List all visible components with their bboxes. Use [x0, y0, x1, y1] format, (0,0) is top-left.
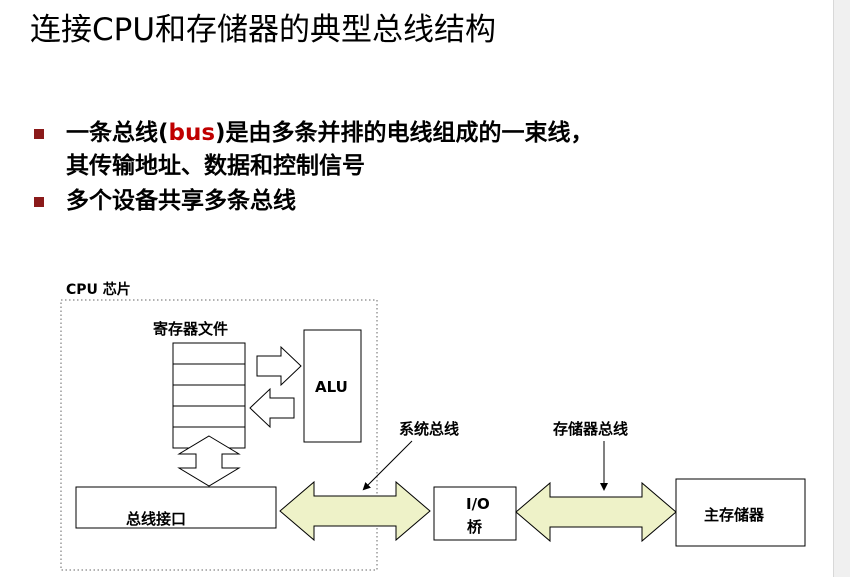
system-bus-pointer	[362, 440, 413, 491]
system-bus-label: 系统总线	[399, 420, 460, 438]
alu-label: ALU	[315, 378, 348, 396]
register-file	[172, 342, 246, 449]
bullet-text-after: )是由多条并排的电线组成的一束线，	[215, 120, 594, 146]
bullet-item-bus-definition: 一条总线(bus)是由多条并排的电线组成的一束线， 其传输地址、数据和控制信号	[34, 117, 594, 183]
alu-box	[303, 329, 362, 443]
bus-term-highlight: bus	[168, 120, 216, 146]
bullet-square-icon	[34, 129, 44, 139]
system-bus-arrow	[279, 480, 431, 542]
bullet-list: 一条总线(bus)是由多条并排的电线组成的一束线， 其传输地址、数据和控制信号 …	[34, 117, 594, 218]
bullet-text-line2: 其传输地址、数据和控制信号	[66, 153, 365, 179]
bullet-square-icon	[34, 197, 44, 207]
cpu-chip-label: CPU 芯片	[66, 282, 131, 298]
main-memory-box	[675, 478, 806, 547]
bullet-text-before: 一条总线(	[66, 120, 169, 146]
cpu-chip-boundary	[60, 299, 378, 571]
bullet-text: 多个设备共享多条总线	[66, 188, 296, 214]
alu-to-register-arrow	[249, 387, 295, 429]
register-interface-arrow	[177, 435, 241, 487]
register-file-label: 寄存器文件	[153, 320, 229, 338]
vertical-scrollbar[interactable]	[833, 0, 850, 577]
bus-interface-label: 总线接口	[126, 510, 187, 528]
bus-interface-box	[75, 486, 277, 529]
io-bridge-label-line2: 桥	[467, 518, 483, 536]
main-memory-label: 主存储器	[704, 506, 765, 524]
io-bridge-box	[433, 486, 517, 541]
bullet-item-shared-bus: 多个设备共享多条总线	[34, 185, 594, 218]
memory-bus-label: 存储器总线	[553, 420, 629, 438]
register-to-alu-arrow	[256, 345, 302, 387]
memory-bus-arrow	[515, 481, 677, 543]
io-bridge-label-line1: I/O	[466, 495, 490, 513]
slide-title: 连接CPU和存储器的典型总线结构	[30, 12, 497, 48]
